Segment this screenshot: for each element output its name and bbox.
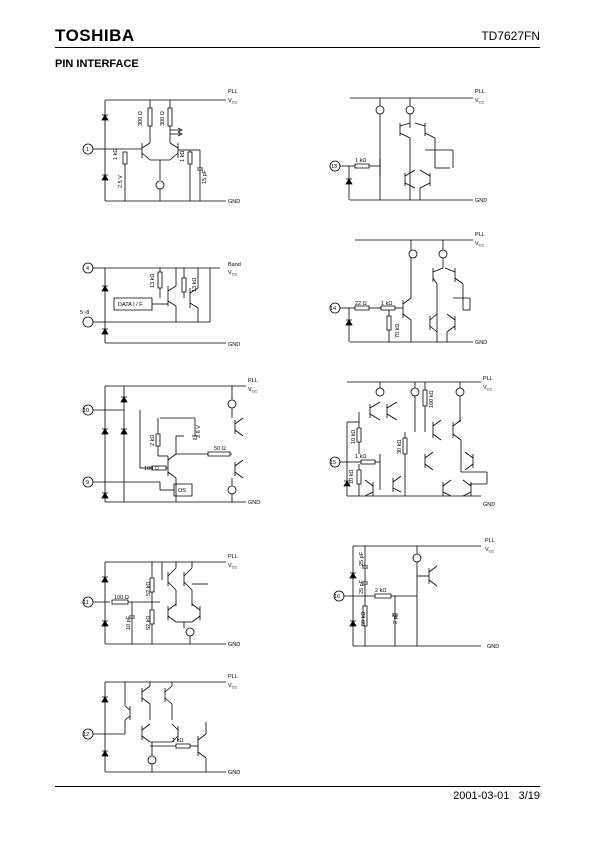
svg-text:VCC: VCC bbox=[248, 387, 258, 394]
svg-text:13: 13 bbox=[331, 164, 337, 170]
svg-text:VCC: VCC bbox=[475, 241, 485, 248]
svg-text:1 kΩ: 1 kΩ bbox=[355, 454, 366, 460]
pin-12-circuit: PLL VCC GND 12 1 kΩ bbox=[80, 674, 240, 776]
svg-text:10: 10 bbox=[83, 408, 89, 414]
svg-text:2 kΩ: 2 kΩ bbox=[375, 588, 386, 594]
svg-text:PLL: PLL bbox=[228, 554, 238, 560]
svg-text:VCC: VCC bbox=[228, 270, 238, 277]
part-number: TD7627FN bbox=[481, 29, 540, 43]
svg-text:12: 12 bbox=[83, 732, 89, 738]
svg-text:PLL: PLL bbox=[475, 232, 485, 238]
svg-text:1 kΩ: 1 kΩ bbox=[355, 158, 366, 164]
svg-text:50 kΩ: 50 kΩ bbox=[361, 611, 367, 626]
footer-date-page: 2001-03-01 3/19 bbox=[453, 790, 540, 802]
svg-text:15 pF: 15 pF bbox=[202, 169, 208, 184]
pin-10-9-circuit: PLL VCC GND 10 9 2.8 V 2 kΩ 100 Ω OS 50 … bbox=[80, 378, 260, 506]
svg-text:GND: GND bbox=[248, 500, 260, 506]
svg-text:GND: GND bbox=[228, 770, 240, 776]
svg-text:VCC: VCC bbox=[483, 385, 493, 392]
pin-14-circuit: PLL VCC GND 14 22 Ω 1 kΩ 70 kΩ bbox=[325, 232, 487, 346]
svg-text:GND: GND bbox=[228, 342, 240, 348]
svg-text:15: 15 bbox=[330, 460, 336, 466]
svg-text:PLL: PLL bbox=[475, 89, 485, 95]
svg-text:PLL: PLL bbox=[485, 538, 495, 544]
footer-page: 3/19 bbox=[518, 790, 540, 802]
pin-number: 1 bbox=[86, 147, 89, 153]
svg-text:GND: GND bbox=[228, 642, 240, 648]
pin-15-circuit: PLL VCC GND 15 100 kΩ 10 kΩ 1 kΩ 10 kΩ 3… bbox=[325, 376, 495, 508]
svg-text:VCC: VCC bbox=[228, 683, 238, 690]
data-if-block: DATA I / F bbox=[118, 302, 143, 308]
svg-text:100 Ω: 100 Ω bbox=[144, 466, 159, 472]
svg-text:25 pF: 25 pF bbox=[359, 579, 365, 594]
svg-text:13 kΩ: 13 kΩ bbox=[192, 277, 198, 292]
footer-rule bbox=[55, 786, 540, 787]
svg-text:100 Ω: 100 Ω bbox=[114, 595, 129, 601]
svg-text:300 Ω: 300 Ω bbox=[160, 111, 166, 126]
svg-text:5~8: 5~8 bbox=[80, 310, 89, 316]
svg-text:1 kΩ: 1 kΩ bbox=[180, 151, 186, 162]
svg-text:Band: Band bbox=[228, 262, 241, 268]
svg-text:GND: GND bbox=[475, 340, 487, 346]
svg-text:2.5 V: 2.5 V bbox=[118, 175, 124, 188]
svg-text:VCC: VCC bbox=[475, 98, 485, 105]
vcc-label: VCC bbox=[228, 98, 238, 105]
svg-text:52 kΩ: 52 kΩ bbox=[146, 581, 152, 596]
svg-text:2 pF: 2 pF bbox=[393, 612, 399, 624]
svg-text:PLL: PLL bbox=[248, 378, 258, 384]
pin-4-circuit: Band VCC GND 4 5~8 DATA I / F 13 kΩ 13 k… bbox=[80, 262, 241, 348]
svg-text:1 kΩ: 1 kΩ bbox=[113, 149, 119, 160]
svg-text:10 kΩ: 10 kΩ bbox=[349, 469, 355, 484]
svg-text:16: 16 bbox=[334, 594, 340, 600]
pin-1-circuit: PLL VCC GND 1 1 kΩ 2.5 V 300 Ω 300 Ω 1 k… bbox=[80, 89, 240, 205]
svg-text:GND: GND bbox=[483, 502, 495, 508]
svg-text:1 kΩ: 1 kΩ bbox=[381, 301, 392, 307]
svg-text:GND: GND bbox=[475, 198, 487, 204]
svg-text:1 kΩ: 1 kΩ bbox=[172, 738, 183, 744]
svg-text:PLL: PLL bbox=[228, 674, 238, 680]
svg-text:9: 9 bbox=[86, 480, 89, 486]
svg-text:100 kΩ: 100 kΩ bbox=[429, 390, 435, 408]
svg-text:2.8 V: 2.8 V bbox=[196, 425, 202, 438]
os-block: OS bbox=[178, 488, 186, 494]
svg-text:13 kΩ: 13 kΩ bbox=[150, 273, 156, 288]
section-title: PIN INTERFACE bbox=[55, 58, 139, 70]
svg-text:10 kΩ: 10 kΩ bbox=[351, 429, 357, 444]
footer-date: 2001-03-01 bbox=[453, 790, 510, 802]
svg-text:11: 11 bbox=[83, 600, 89, 606]
svg-text:52 kΩ: 52 kΩ bbox=[146, 615, 152, 630]
svg-text:300 Ω: 300 Ω bbox=[138, 111, 144, 126]
pin-16-circuit: PLL VCC GND 16 25 pF 25 pF 50 kΩ 2 kΩ 2 … bbox=[325, 538, 499, 650]
svg-text:GND: GND bbox=[487, 644, 499, 650]
gnd-label: GND bbox=[228, 199, 240, 205]
pin-11-circuit: PLL VCC GND 11 100 Ω 10 pF 52 kΩ 52 kΩ bbox=[80, 554, 240, 648]
svg-text:2 kΩ: 2 kΩ bbox=[150, 435, 156, 446]
svg-text:4: 4 bbox=[86, 266, 89, 272]
svg-text:50 Ω: 50 Ω bbox=[214, 446, 226, 452]
svg-text:10 pF: 10 pF bbox=[126, 615, 132, 630]
rail-top-label: PLL bbox=[228, 89, 238, 95]
svg-text:30 kΩ: 30 kΩ bbox=[397, 439, 403, 454]
svg-text:VCC: VCC bbox=[485, 547, 495, 554]
svg-text:70 kΩ: 70 kΩ bbox=[395, 323, 401, 338]
header-rule bbox=[55, 47, 540, 48]
svg-text:PLL: PLL bbox=[483, 376, 493, 382]
svg-text:VCC: VCC bbox=[228, 563, 238, 570]
pin-13-circuit: PLL VCC GND 13 1 kΩ bbox=[325, 89, 487, 204]
svg-text:22 Ω: 22 Ω bbox=[355, 301, 367, 307]
toshiba-logo: TOSHIBA bbox=[55, 26, 135, 45]
svg-text:14: 14 bbox=[330, 306, 336, 312]
svg-text:25 pF: 25 pF bbox=[359, 551, 365, 566]
